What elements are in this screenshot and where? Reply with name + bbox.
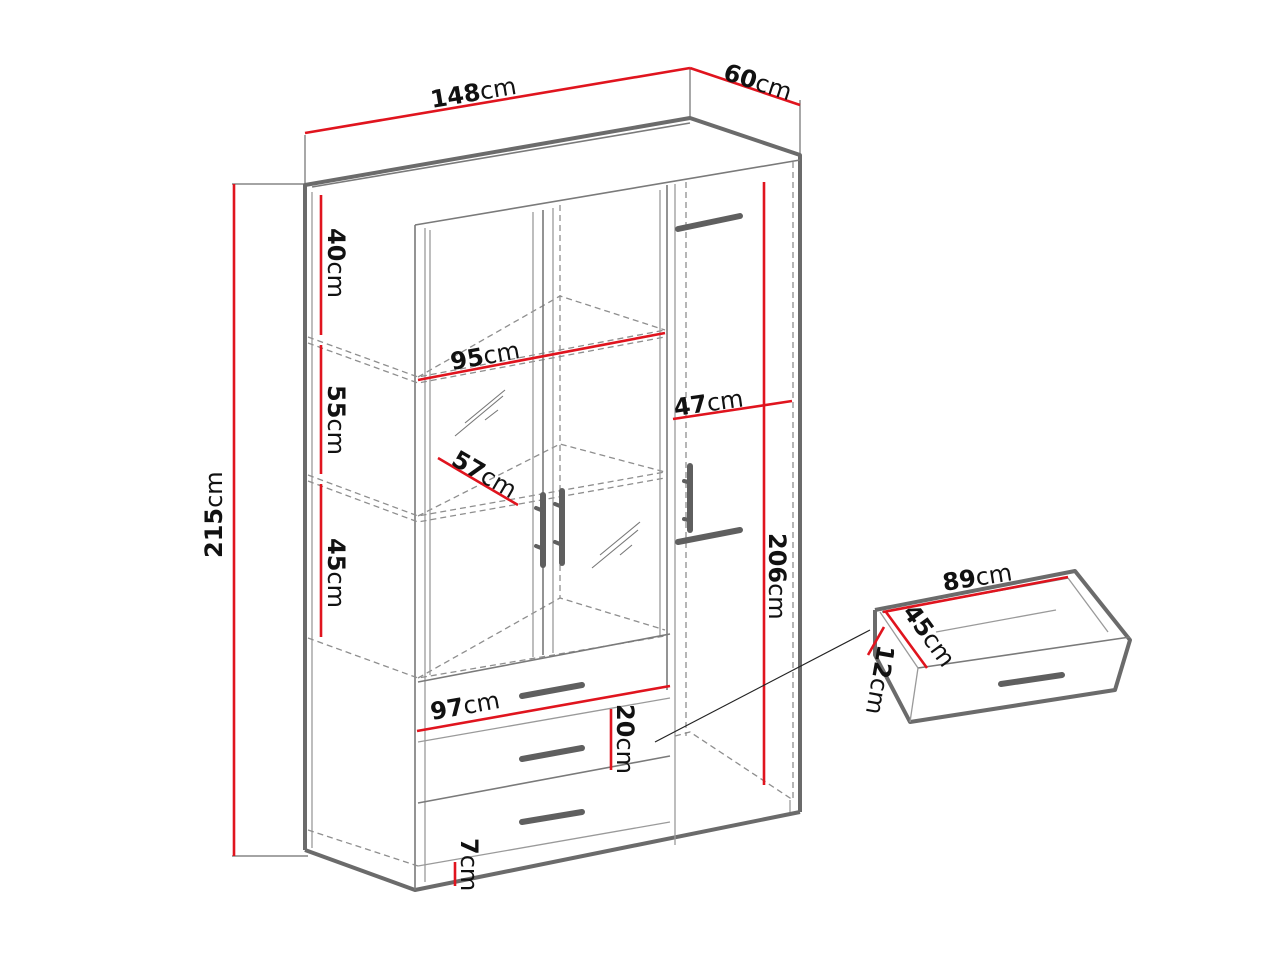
drawer-2-handle bbox=[519, 745, 585, 762]
extension-lines bbox=[232, 68, 801, 857]
label-display-width: 95cm bbox=[448, 336, 522, 376]
hanging-rail-top bbox=[675, 213, 743, 232]
label-shelf-lower: 45cm bbox=[322, 538, 350, 608]
drawer-detail bbox=[654, 569, 1132, 743]
label-drawer-front-height: 20cm bbox=[611, 704, 639, 774]
glass-doors bbox=[429, 190, 661, 675]
label-total-height: 215cm bbox=[200, 471, 228, 558]
hanging-section bbox=[675, 213, 743, 545]
label-drawer-width: 89cm bbox=[941, 558, 1015, 597]
drawer-3-handle bbox=[519, 809, 585, 825]
label-plinth-height: 7cm bbox=[455, 838, 483, 891]
hanging-rail-bottom bbox=[675, 527, 743, 545]
label-shelf-middle: 55cm bbox=[322, 385, 350, 455]
drawer-leader-line bbox=[654, 629, 871, 743]
label-wardrobe-width: 47cm bbox=[672, 384, 745, 421]
cabinet-body bbox=[303, 116, 802, 892]
dimension-lines bbox=[232, 66, 801, 886]
label-total-depth: 60cm bbox=[720, 58, 795, 106]
label-drawer-height: 12cm bbox=[860, 643, 900, 717]
label-total-width: 148cm bbox=[428, 72, 518, 114]
label-shelf-top: 40cm bbox=[322, 228, 350, 298]
label-wardrobe-height: 206cm bbox=[763, 533, 791, 620]
drawer-1-handle bbox=[519, 682, 585, 699]
dimension-labels: 148cm 60cm 215cm 40cm 55cm 45cm 95cm 57c… bbox=[200, 58, 1014, 891]
label-drawer-section-width: 97cm bbox=[428, 686, 502, 726]
drawers bbox=[417, 633, 671, 867]
drawer-detail-handle bbox=[998, 672, 1065, 687]
